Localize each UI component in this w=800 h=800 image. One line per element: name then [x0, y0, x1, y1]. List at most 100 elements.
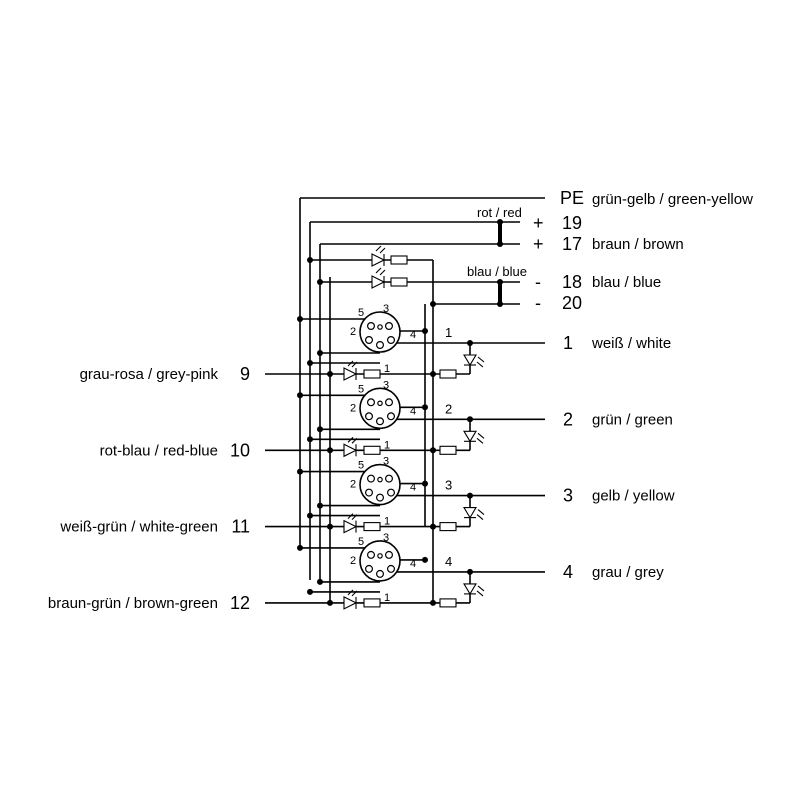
connector-pin-hole: [365, 564, 374, 573]
junction-dot: [497, 301, 503, 307]
pin-label: 1: [384, 592, 390, 604]
terminal-18-color: blau / blue: [592, 274, 661, 291]
junction-dot: [317, 279, 323, 285]
pin-label: 5: [358, 460, 364, 472]
input-terminal-color: grau-rosa / grey-pink: [80, 366, 219, 383]
connector-pin-hole: [376, 569, 385, 578]
pin-label: 1: [384, 363, 390, 375]
input-terminal-color: weiß-grün / white-green: [59, 519, 218, 536]
junction-dot: [422, 480, 428, 487]
pin-label: 1: [384, 439, 390, 451]
junction-dot: [317, 350, 323, 356]
connector-pin-hole: [367, 474, 376, 483]
junction-dot: [430, 523, 436, 530]
led-ray: [476, 437, 484, 444]
output-terminal-code: 3: [563, 486, 573, 506]
output-terminal-code: 4: [563, 562, 573, 582]
pin-label: 5: [358, 383, 364, 395]
junction-dot: [327, 447, 333, 454]
output-led-icon: [463, 354, 477, 367]
connector-pin-hole: [377, 553, 383, 559]
output-led-icon: [463, 430, 477, 443]
led-ray: [477, 432, 485, 439]
resistor-icon: [439, 369, 457, 379]
pin-label: 3: [383, 303, 389, 315]
output-wire-number: 1: [445, 325, 452, 340]
junction-dot: [430, 599, 436, 606]
input-terminal-code: 11: [231, 517, 250, 537]
pin-label: 3: [383, 532, 389, 544]
input-led-icon: [343, 443, 358, 458]
junction-dot: [327, 523, 333, 530]
connector-pin-hole: [387, 564, 396, 573]
power-led-icon: [371, 267, 408, 289]
led-ray: [351, 361, 358, 368]
input-terminal-color: braun-grün / brown-green: [48, 595, 218, 612]
junction-dot: [297, 468, 303, 475]
input-led-icon: [343, 596, 358, 610]
junction-dot: [297, 392, 303, 399]
led-ray: [476, 590, 484, 597]
led-ray: [347, 513, 354, 519]
terminal-19-code: 19: [562, 213, 582, 233]
pin-label: 2: [350, 555, 356, 567]
led-ray: [351, 514, 358, 520]
connector-pin-hole: [387, 412, 396, 421]
connector-pin-hole: [385, 550, 394, 559]
junction-dot: [422, 328, 428, 334]
output-led-icon: [463, 507, 477, 519]
connector-pin-hole: [385, 398, 394, 407]
pin-label: 5: [358, 536, 364, 548]
input-terminal-code: 9: [240, 364, 250, 384]
led-ray: [477, 356, 485, 363]
connector-pin-hole: [367, 322, 376, 331]
junction-dot: [297, 316, 303, 322]
output-wire-number: 2: [445, 401, 452, 416]
connector-pin-hole: [376, 493, 385, 502]
pin-label: 4: [410, 405, 416, 417]
pin-label: 1: [384, 516, 390, 528]
connector-pin-hole: [385, 322, 394, 331]
led-ray: [476, 361, 484, 368]
led-ray: [347, 436, 354, 443]
led-ray: [347, 589, 354, 596]
pin-label: 4: [410, 329, 416, 341]
output-wire-number: 4: [445, 554, 452, 569]
input-led-icon: [343, 367, 358, 381]
terminal-20-sign: -: [535, 293, 541, 313]
connector-pin-hole: [377, 324, 383, 330]
output-terminal-color: weiß / white: [591, 335, 671, 352]
led-ray: [476, 514, 484, 521]
junction-dot: [497, 241, 503, 247]
resistor-icon: [363, 598, 381, 608]
connector-pin-hole: [387, 336, 396, 345]
junction-dot: [297, 544, 303, 551]
junction-dot: [317, 578, 323, 585]
input-terminal-code: 10: [230, 440, 250, 460]
terminal-17-sign: +: [533, 234, 544, 254]
led-ray: [477, 585, 485, 592]
terminal-pe-color: grün-gelb / green-yellow: [592, 191, 753, 208]
connector-pin-hole: [387, 488, 396, 497]
led-ray: [347, 360, 354, 367]
pin-label: 4: [410, 482, 416, 494]
terminal-pe-code: PE: [560, 188, 584, 208]
output-terminal-color: grau / grey: [592, 564, 664, 581]
junction-dot: [467, 492, 473, 499]
connector-pin-hole: [365, 336, 374, 345]
pin-label: 2: [350, 326, 356, 338]
wire-rot-label: rot / red: [477, 205, 522, 220]
junction-dot: [307, 360, 313, 366]
led-ray: [351, 590, 358, 597]
junction-dot: [422, 404, 428, 411]
junction-dot: [467, 416, 473, 423]
junction-dot: [430, 371, 436, 377]
junction-dot: [497, 219, 503, 225]
connector-pin-hole: [377, 476, 383, 483]
junction-dot: [307, 512, 313, 519]
connector-pin-hole: [376, 341, 385, 350]
input-terminal-color: rot-blau / red-blue: [100, 442, 218, 459]
terminal-17-color: braun / brown: [592, 236, 684, 253]
